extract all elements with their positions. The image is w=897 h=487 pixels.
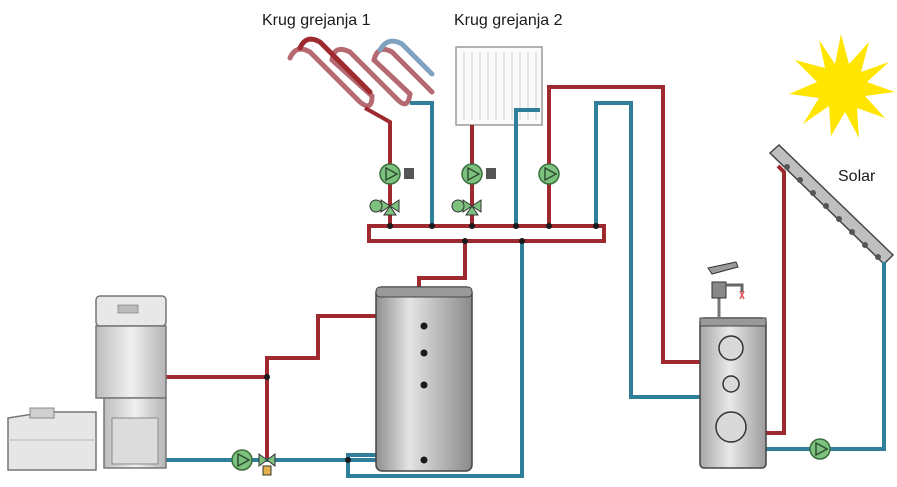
controller-icon (404, 168, 496, 179)
valve-icon (369, 199, 400, 216)
valve-icon (451, 199, 482, 216)
pump-icon (231, 449, 253, 471)
pump-icon (379, 163, 401, 185)
manifold-junctions (264, 223, 599, 463)
buffer-tank (375, 286, 473, 472)
pump-icon (461, 163, 483, 185)
pellet-boiler (7, 295, 167, 471)
floor-heating-coil (287, 36, 435, 109)
circuit-1-label: Krug grejanja 1 (262, 12, 371, 29)
solar-collector (768, 143, 895, 266)
hot-water-tank (699, 297, 767, 469)
valve-icon (258, 453, 276, 476)
return-pipes (165, 101, 886, 478)
sun-icon (789, 34, 895, 138)
solar-label: Solar (838, 168, 876, 185)
radiator-icon (455, 46, 543, 126)
supply-pipes (165, 85, 786, 458)
pump-icon (809, 438, 831, 460)
faucet-icon (707, 261, 745, 300)
pump-icon (538, 163, 560, 185)
circuit-2-label: Krug grejanja 2 (454, 12, 563, 29)
